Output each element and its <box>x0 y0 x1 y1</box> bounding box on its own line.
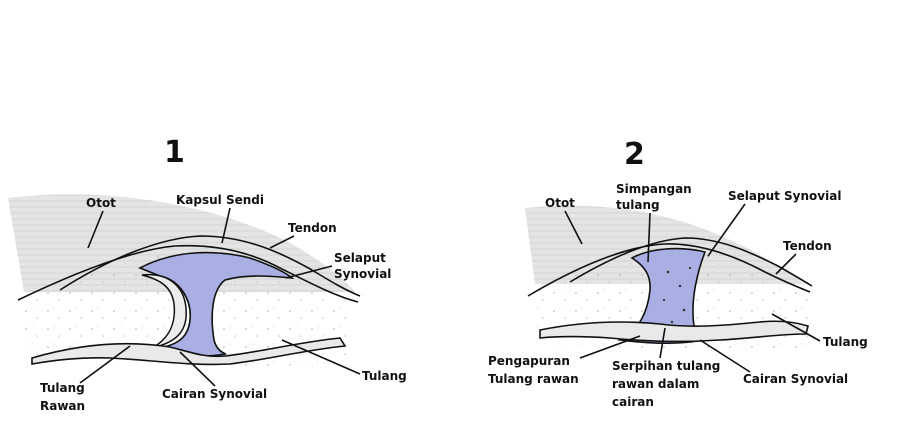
label-tulang-rawan-1a: Tulang <box>40 381 85 395</box>
label-tulang-1: Tulang <box>362 369 407 383</box>
panel-1: 1 Otot Kapsul Sendi Tendon Selaput Synov… <box>8 135 407 413</box>
panel-1-number: 1 <box>164 135 185 170</box>
label-serpihan-2a: Serpihan tulang <box>612 359 720 373</box>
label-selaput-2: Selaput Synovial <box>728 189 841 203</box>
label-pengapuran-2b: Tulang rawan <box>488 372 579 386</box>
label-cairan-2: Cairan Synovial <box>743 372 848 386</box>
panel-2-number: 2 <box>624 137 645 172</box>
label-tendon-2: Tendon <box>783 239 832 253</box>
label-simpangan-2a: Simpangan <box>616 182 692 196</box>
label-otot-2: Otot <box>545 196 575 210</box>
label-kapsul-1: Kapsul Sendi <box>176 193 264 207</box>
label-serpihan-2b: rawan dalam <box>612 377 699 391</box>
label-selaput-1b: Synovial <box>334 267 391 281</box>
label-selaput-1a: Selaput <box>334 251 386 265</box>
label-tendon-1: Tendon <box>288 221 337 235</box>
label-tulang-2: Tulang <box>823 335 868 349</box>
panel-2: 2 Otot Simpangan tulang Selaput Synovial… <box>488 137 868 409</box>
label-pengapuran-2a: Pengapuran <box>488 354 570 368</box>
label-tulang-rawan-1b: Rawan <box>40 399 85 413</box>
label-serpihan-2c: cairan <box>612 395 654 409</box>
label-cairan-1: Cairan Synovial <box>162 387 267 401</box>
label-simpangan-2b: tulang <box>616 198 660 212</box>
label-otot-1: Otot <box>86 196 116 210</box>
